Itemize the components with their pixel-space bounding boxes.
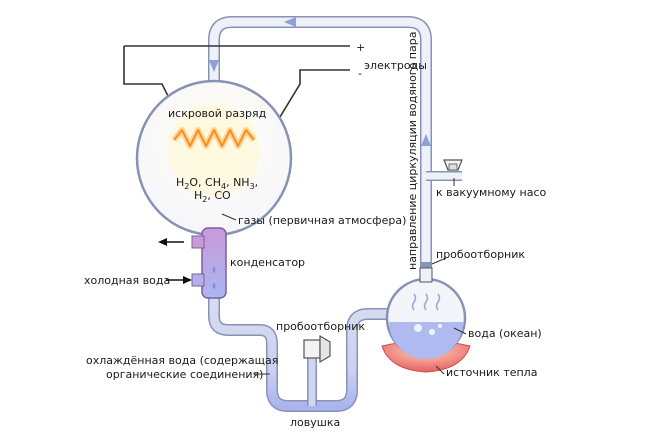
- vacuum-stopcock: [443, 159, 463, 171]
- heat-source-leader: [435, 365, 445, 375]
- trap-label: ловушка: [290, 416, 340, 429]
- sampler-right-label: пробоотборник: [436, 248, 525, 261]
- condenser: [191, 227, 227, 299]
- flow-arrows: [209, 17, 431, 146]
- gases-label: газы (первичная атмосфера): [238, 214, 406, 227]
- electrode-minus: -: [358, 67, 362, 80]
- condenser-label: конденсатор: [230, 256, 305, 269]
- flow-arrow-left: [284, 17, 296, 27]
- sampler-right-leader: [431, 257, 447, 265]
- heat-source-label: источник тепла: [446, 366, 537, 379]
- gases-leader: [221, 213, 237, 221]
- flow-arrow-up: [421, 134, 431, 146]
- spark-label: искровой разряд: [168, 107, 267, 120]
- electrodes-label: электроды: [364, 59, 427, 72]
- sampler-right-valve: [419, 267, 433, 283]
- electrode-wire-right: [265, 69, 350, 141]
- sampler-bottom-label: пробоотборник: [276, 320, 365, 333]
- water-ocean-label: вода (океан): [468, 327, 542, 340]
- gas-formula-line1: H2O, CH4, NH3,: [176, 176, 258, 191]
- trap-sampler-valve: [303, 334, 331, 364]
- cold-water-label: холодная вода: [84, 274, 170, 287]
- circulation-direction-label: направление циркуляции водяного пара: [406, 32, 419, 270]
- flow-arrow-down: [209, 60, 219, 72]
- cooled-water-label-line1: охлаждённая вода (содержащая: [86, 354, 278, 367]
- gas-formula-line2: H2, CO: [194, 189, 231, 204]
- water-leader: [453, 327, 467, 335]
- ocean-flask: [385, 277, 467, 359]
- cooled-water-label-line2: органические соединения): [106, 368, 263, 381]
- vacuum-pump-label: к вакуумному насо: [436, 186, 547, 199]
- glass-tubes: [208, 16, 462, 412]
- atmosphere-flask: [135, 79, 293, 240]
- electrode-plus: +: [356, 41, 365, 54]
